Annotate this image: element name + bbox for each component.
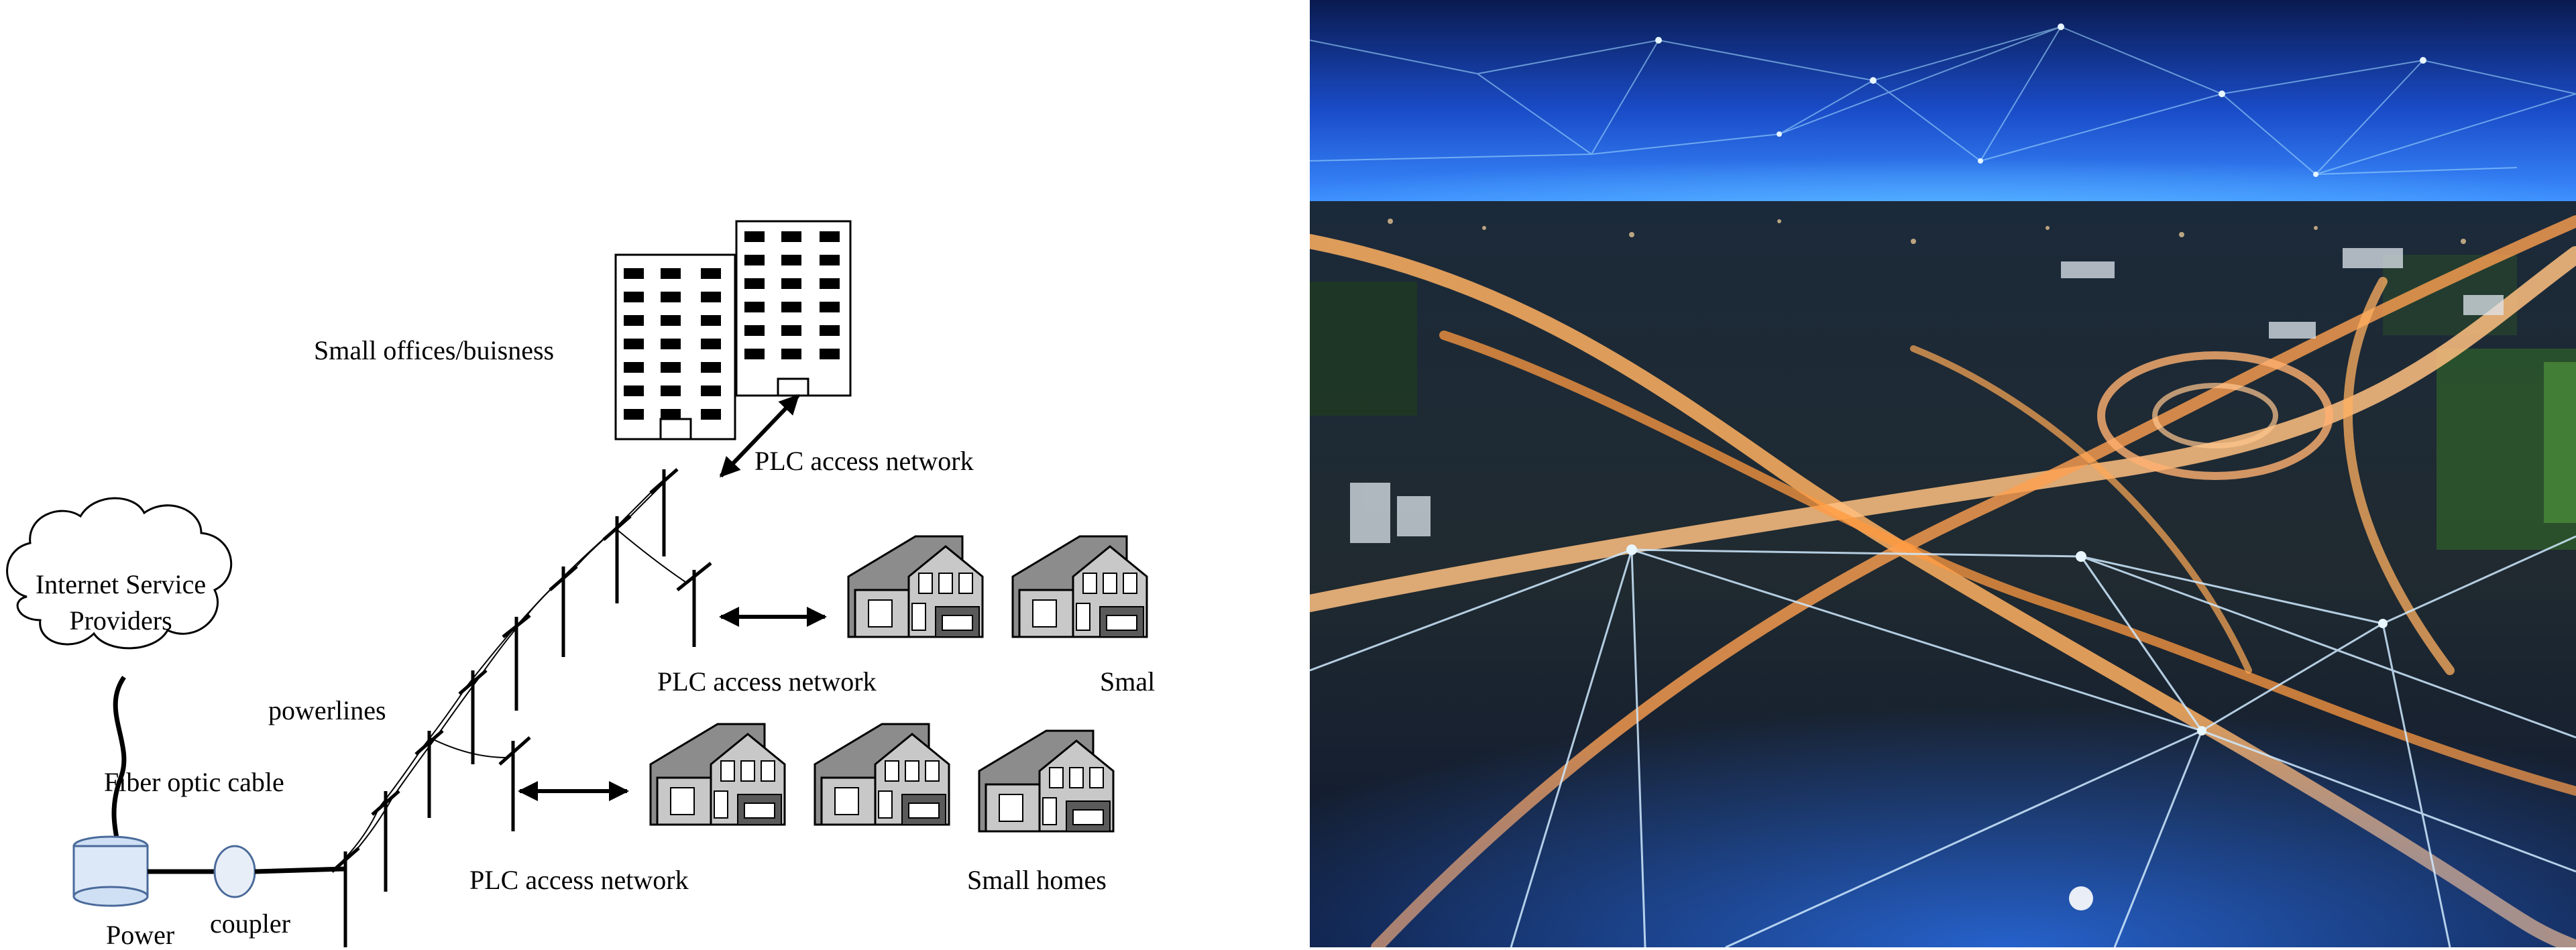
powerlines-label: powerlines [268, 695, 386, 725]
coupler-label: coupler [210, 908, 290, 939]
small-partial-label: Smal [1100, 666, 1156, 697]
small-homes-label: Small homes [967, 865, 1107, 895]
plc-bottom-label: PLC access network [469, 865, 689, 895]
house-icon [814, 723, 950, 826]
highway-network-photo [1310, 0, 2576, 947]
house-icon [1011, 535, 1148, 638]
office-building-icon [614, 220, 852, 440]
diagram-drawing [6, 220, 1148, 947]
house-icon [649, 723, 786, 826]
arrow-offices [719, 394, 800, 478]
isp-cloud-icon [6, 497, 233, 650]
offices-label: Small offices/buisness [314, 335, 555, 365]
plc-mid-label: PLC access network [657, 666, 877, 697]
fiber-optic-cable [111, 675, 127, 842]
plc-top-label: PLC access network [754, 446, 974, 476]
power-label: Power [106, 920, 175, 950]
powerline-wires [338, 475, 688, 866]
fiber-label: Fiber optic cable [104, 767, 284, 797]
power-station-icon [72, 835, 149, 907]
photo-rendering [1310, 0, 2576, 947]
isp-label: Internet Service Providers [35, 569, 207, 636]
house-icon [978, 729, 1115, 833]
plc-network-diagram: Internet Service Providers Fiber optic c… [6, 220, 1156, 950]
coupler-icon [213, 845, 256, 898]
house-icon [847, 535, 984, 638]
